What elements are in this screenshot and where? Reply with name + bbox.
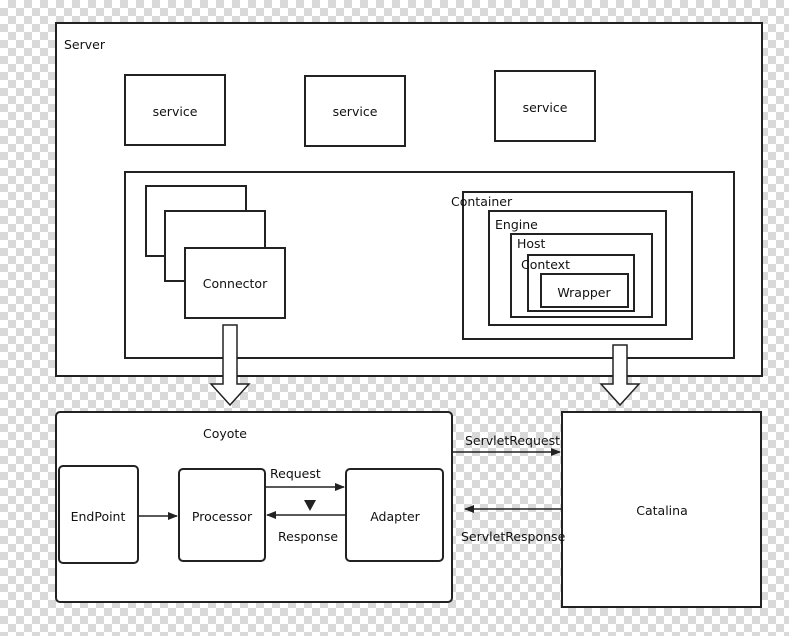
server-label: Server (64, 37, 106, 52)
adapter-box: Adapter (345, 468, 444, 562)
service-box-3: service (494, 70, 596, 142)
wrapper-label: Wrapper (557, 285, 611, 300)
context-label: Context (521, 257, 570, 272)
service-box-2: service (304, 75, 406, 147)
request-label: Request (270, 466, 321, 481)
service-label-1: service (153, 104, 198, 119)
adapter-label: Adapter (370, 509, 420, 524)
host-label: Host (517, 236, 546, 251)
processor-label: Processor (192, 509, 253, 524)
connector-to-coyote-arrow (209, 324, 251, 407)
endpoint-box: EndPoint (58, 465, 139, 564)
processor-box: Processor (178, 468, 266, 562)
connector-stack: Connector (145, 185, 286, 319)
wrapper-box: Wrapper (540, 273, 629, 308)
connector-box (184, 247, 286, 319)
container-label: Container (451, 194, 513, 209)
service-label-3: service (523, 100, 568, 115)
response-label: Response (278, 529, 338, 544)
servlet-request-label: ServletRequest (465, 433, 560, 448)
endpoint-label: EndPoint (71, 509, 126, 524)
container-to-catalina-arrow (599, 344, 641, 407)
coyote-label: Coyote (203, 426, 247, 441)
service-label-2: service (333, 104, 378, 119)
response-marker-icon (304, 500, 316, 511)
engine-label: Engine (495, 217, 538, 232)
catalina-label: Catalina (636, 503, 687, 518)
servlet-response-label: ServletResponse (461, 529, 566, 544)
catalina-box: Catalina (561, 411, 762, 608)
service-box-1: service (124, 74, 226, 146)
connector-label: Connector (203, 276, 268, 291)
